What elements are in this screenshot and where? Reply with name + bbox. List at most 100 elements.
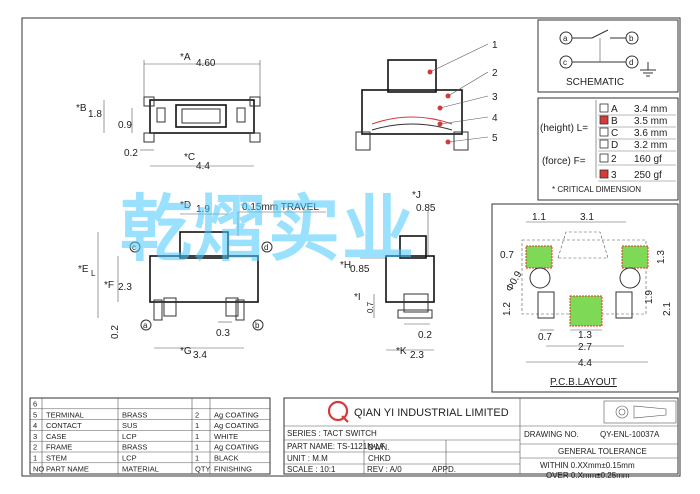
dim-k-value: 2.3 [410, 350, 424, 361]
side-view: *J 0.85 *H 0.85 *I 0.7 0.2 *K 2.3 [340, 190, 436, 361]
spec-option-a: A 3.4 mm [598, 103, 676, 116]
bom-qty: 1 [195, 432, 199, 441]
spec-option-3: 3 250 gf [598, 169, 676, 182]
dim-g-label: *G [180, 346, 192, 357]
schematic-b: b [629, 34, 634, 43]
bom-part: STEM [46, 454, 67, 463]
pcb-bottom-4-4: 4.4 [578, 358, 592, 369]
dim-0-2-side: 0.2 [418, 330, 432, 341]
callout-1: 1 [492, 40, 498, 51]
dim-i-label: *I [354, 292, 361, 303]
spec-code: 2 [611, 154, 617, 165]
company-logo [327, 400, 349, 422]
rev: REV : A/0 [367, 465, 402, 474]
unit: UNIT : M.M [287, 454, 328, 463]
tolerance-title-visible: GENERAL TOLERANCE [558, 447, 647, 456]
spec-value: 3.6 mm [634, 128, 667, 139]
bom-part: FRAME [46, 443, 72, 452]
bom-qty: 1 [195, 454, 199, 463]
dim-b-label: *B [76, 103, 87, 114]
callout-5: 5 [492, 133, 498, 144]
schematic-title: SCHEMATIC [566, 77, 624, 88]
callout-2: 2 [492, 68, 498, 79]
checkbox-checked [599, 169, 609, 179]
dim-b-value: 1.8 [88, 109, 102, 120]
pcb-layout: 1.1 3.1 0.7 1.3 Φ0.9 1.2 1.9 2.1 0.7 1.3… [491, 203, 679, 393]
drawing-no: QY-ENL-10037A [600, 430, 660, 439]
pcb-1-9: 1.9 [644, 290, 655, 304]
bom-qty: 2 [195, 410, 199, 419]
exploded-view: 1 2 3 4 5 [355, 40, 498, 151]
pcb-bottom-2-7: 2.7 [578, 342, 592, 353]
spec-code: C [611, 128, 618, 139]
checkbox-empty [599, 103, 609, 113]
bom-qty: 1 [195, 421, 199, 430]
spec-value: 160 gf [634, 154, 662, 165]
bom-finishing: FINISHING [214, 464, 252, 473]
pcb-1-3-right: 1.3 [656, 250, 667, 264]
schematic-a: a [563, 34, 568, 43]
spec-code: 3 [611, 170, 617, 181]
dim-h-value: 0.85 [350, 264, 370, 275]
force-label: (force) F= [542, 156, 586, 167]
dim-i-value: 0.7 [366, 301, 375, 313]
dim-a-label: *A [180, 52, 191, 63]
dim-g-value: 3.4 [193, 350, 207, 361]
pin-d: d [264, 243, 268, 252]
checkbox-checked [599, 115, 609, 125]
callout-3: 3 [492, 92, 498, 103]
title-block: QIAN YI INDUSTRIAL LIMITED SERIES : TACT… [283, 397, 679, 480]
checkbox-empty [599, 139, 609, 149]
bom-material: MATERIAL [122, 464, 159, 473]
bom-no: 2 [33, 443, 37, 452]
bom-finishing: Ag COATING [214, 410, 259, 419]
spec-value: 250 gf [634, 170, 662, 181]
tolerance-2: OVER 0.Xmm±0.25mm [546, 471, 630, 480]
schematic-box: a b c d SCHEMATIC [537, 19, 679, 93]
bom-part: TERMINAL [46, 410, 84, 419]
dim-c-value: 4.4 [196, 161, 210, 172]
dwn: DWN. [368, 443, 389, 452]
spec-code: A [611, 104, 618, 115]
series: SERIES : TACT SWITCH [287, 429, 377, 438]
tolerance-1: WITHIN 0.XXmm±0.15mm [540, 461, 635, 470]
bom-finishing: WHITE [214, 432, 238, 441]
dim-e-label: *E [78, 264, 89, 275]
front-view: c d a b *D 1.9 0.15mm TRAVEL *E L *F 2.3… [78, 200, 326, 361]
pcb-title: P.C.B.LAYOUT [550, 377, 617, 388]
pcb-hole-left [537, 291, 555, 319]
dim-d-value: 1.9 [196, 204, 210, 215]
spec-option-2: 2 160 gf [598, 153, 676, 166]
bom-part: CASE [46, 432, 66, 441]
bom-part: CONTACT [46, 421, 82, 430]
pin-a: a [143, 321, 148, 330]
pcb-1-2: 1.2 [502, 302, 513, 316]
bom-qty: 1 [195, 443, 199, 452]
dim-j-value: 0.85 [416, 203, 436, 214]
pcb-hole-right [615, 291, 633, 319]
dim-0-2-front: 0.2 [110, 325, 121, 339]
spec-value: 3.4 mm [634, 104, 667, 115]
bom-no: 1 [33, 454, 37, 463]
pcb-bottom-0-7: 0.7 [538, 332, 552, 343]
appd: APPD. [432, 465, 456, 474]
dim-0-9: 0.9 [118, 120, 132, 131]
bom-qty: QTY [195, 464, 210, 473]
pin-c: c [132, 243, 136, 252]
drawing-no-label: DRAWING NO. [524, 430, 579, 439]
top-view: *A 4.60 *B 1.8 0.9 0.2 *C 4.4 [76, 52, 261, 172]
part-name: PART NAME: TS-1121N-LF [287, 442, 385, 451]
bom-material: LCP [122, 454, 137, 463]
dim-0-3: 0.3 [216, 328, 230, 339]
schematic-d: d [629, 58, 633, 67]
spec-value: 3.2 mm [634, 140, 667, 151]
callout-4: 4 [492, 113, 498, 124]
